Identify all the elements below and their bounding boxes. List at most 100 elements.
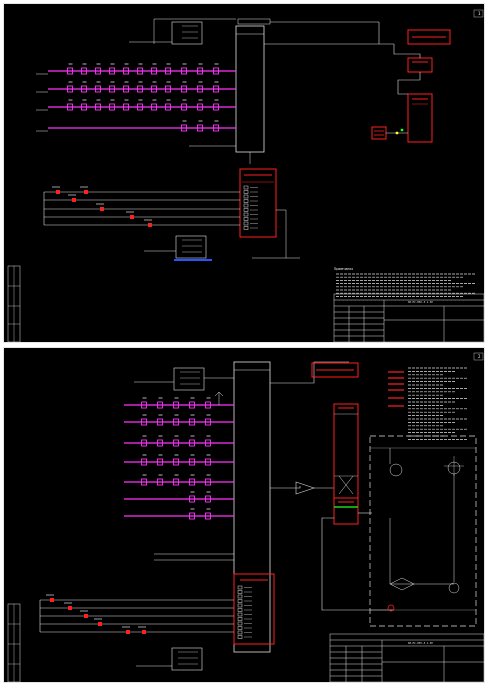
control-terminals	[243, 185, 258, 230]
breaker-symbol	[165, 85, 171, 93]
breaker-symbol	[205, 512, 211, 520]
upper-junction-box	[171, 21, 203, 45]
breaker-symbol	[205, 458, 211, 466]
feeder-devices	[141, 397, 211, 520]
breaker-symbol	[81, 103, 87, 111]
general-notes	[336, 273, 476, 297]
breaker-symbol	[197, 103, 203, 111]
terminal-block	[243, 208, 249, 212]
sheet-number: 2	[478, 354, 481, 359]
branch-circuits	[43, 191, 240, 226]
breaker-symbol	[137, 67, 143, 75]
breaker-symbol	[189, 512, 195, 520]
room-outline	[369, 435, 477, 627]
feeder-lines	[36, 70, 236, 132]
switch-device	[98, 622, 102, 626]
switch-device	[100, 207, 104, 211]
breaker-symbol	[157, 439, 163, 447]
breaker-symbol	[197, 124, 203, 132]
drawing-sheet-1: Примечания КВ-МС-ВЕО-Л.2-ЕЛ 1	[3, 3, 485, 343]
switch-device	[84, 614, 88, 618]
notes-heading: Примечания	[334, 267, 353, 271]
breaker-symbol	[213, 85, 219, 93]
breaker-symbol	[141, 458, 147, 466]
breaker-symbol	[189, 458, 195, 466]
switch-device	[68, 606, 72, 610]
breaker-symbol	[173, 458, 179, 466]
breaker-symbol	[189, 478, 195, 486]
breaker-symbol	[205, 418, 211, 426]
breaker-symbol	[109, 67, 115, 75]
fixture-1	[389, 463, 403, 477]
breaker-symbol	[205, 439, 211, 447]
breaker-symbol	[213, 103, 219, 111]
breaker-symbol	[123, 103, 129, 111]
breaker-symbol	[95, 85, 101, 93]
switch-device	[56, 190, 60, 194]
terminal-block	[237, 621, 243, 626]
motor-symbol	[387, 604, 395, 612]
breaker-symbol	[205, 401, 211, 409]
breaker-symbol	[205, 495, 211, 503]
breaker-symbol	[137, 103, 143, 111]
terminal-block	[237, 612, 243, 617]
terminal-block	[237, 603, 243, 608]
upper-junction-box	[173, 367, 205, 391]
control-terminals	[237, 585, 252, 639]
breaker-symbol	[181, 67, 187, 75]
feeder-lines	[124, 404, 234, 517]
breaker-symbol	[157, 458, 163, 466]
breaker-symbol	[157, 418, 163, 426]
terminal-block	[243, 190, 249, 194]
breaker-symbol	[67, 67, 73, 75]
breaker-symbol	[141, 439, 147, 447]
breaker-symbol	[181, 124, 187, 132]
breaker-symbol	[81, 67, 87, 75]
terminal-block	[237, 590, 243, 594]
branch-devices	[52, 186, 152, 227]
terminal-block	[237, 635, 243, 639]
breaker-symbol	[189, 439, 195, 447]
breaker-symbol	[173, 401, 179, 409]
terminal-block	[243, 185, 249, 190]
breaker-symbol	[189, 495, 195, 503]
breaker-symbol	[165, 67, 171, 75]
terminal-block	[243, 199, 249, 203]
switch-device	[130, 215, 134, 219]
terminal-block	[243, 212, 249, 217]
breaker-symbol	[173, 418, 179, 426]
breaker-symbol	[123, 85, 129, 93]
breaker-symbol	[151, 67, 157, 75]
sheet-number: 1	[478, 11, 481, 16]
terminal-block	[237, 599, 243, 603]
breaker-symbol	[141, 478, 147, 486]
main-distribution-panel	[233, 361, 271, 653]
breaker-symbol	[213, 124, 219, 132]
red-panel-b	[333, 403, 359, 499]
breaker-symbol	[157, 401, 163, 409]
terminal-block	[243, 217, 249, 221]
schematic-sheet-2: КВ-МС-ВЕО-Л.2-ЕЛ 2	[7, 352, 485, 683]
title-block	[333, 293, 485, 343]
schematic-sheet-1: Примечания КВ-МС-ВЕО-Л.2-ЕЛ 1	[7, 9, 485, 343]
terminal-block	[237, 626, 243, 630]
breaker-symbol	[67, 103, 73, 111]
branch-circuits	[39, 553, 234, 633]
breaker-symbol	[165, 103, 171, 111]
title-block	[329, 633, 485, 683]
breaker-symbol	[151, 85, 157, 93]
side-legend	[388, 371, 404, 407]
terminal-block	[243, 221, 249, 226]
terminal-block	[237, 630, 243, 635]
main-distribution-panel	[235, 25, 265, 153]
breaker-symbol	[67, 85, 73, 93]
branch-devices	[46, 594, 146, 634]
title-block-code: КВ-МС-ВЕО-Л.2-ЕЛ	[408, 300, 433, 304]
breaker-symbol	[137, 85, 143, 93]
terminal-block	[237, 608, 243, 612]
breaker-symbol	[109, 85, 115, 93]
switch-device	[84, 190, 88, 194]
breaker-symbol	[123, 67, 129, 75]
switch-device	[72, 198, 76, 202]
drawing-sheet-2: КВ-МС-ВЕО-Л.2-ЕЛ 2	[3, 347, 485, 683]
